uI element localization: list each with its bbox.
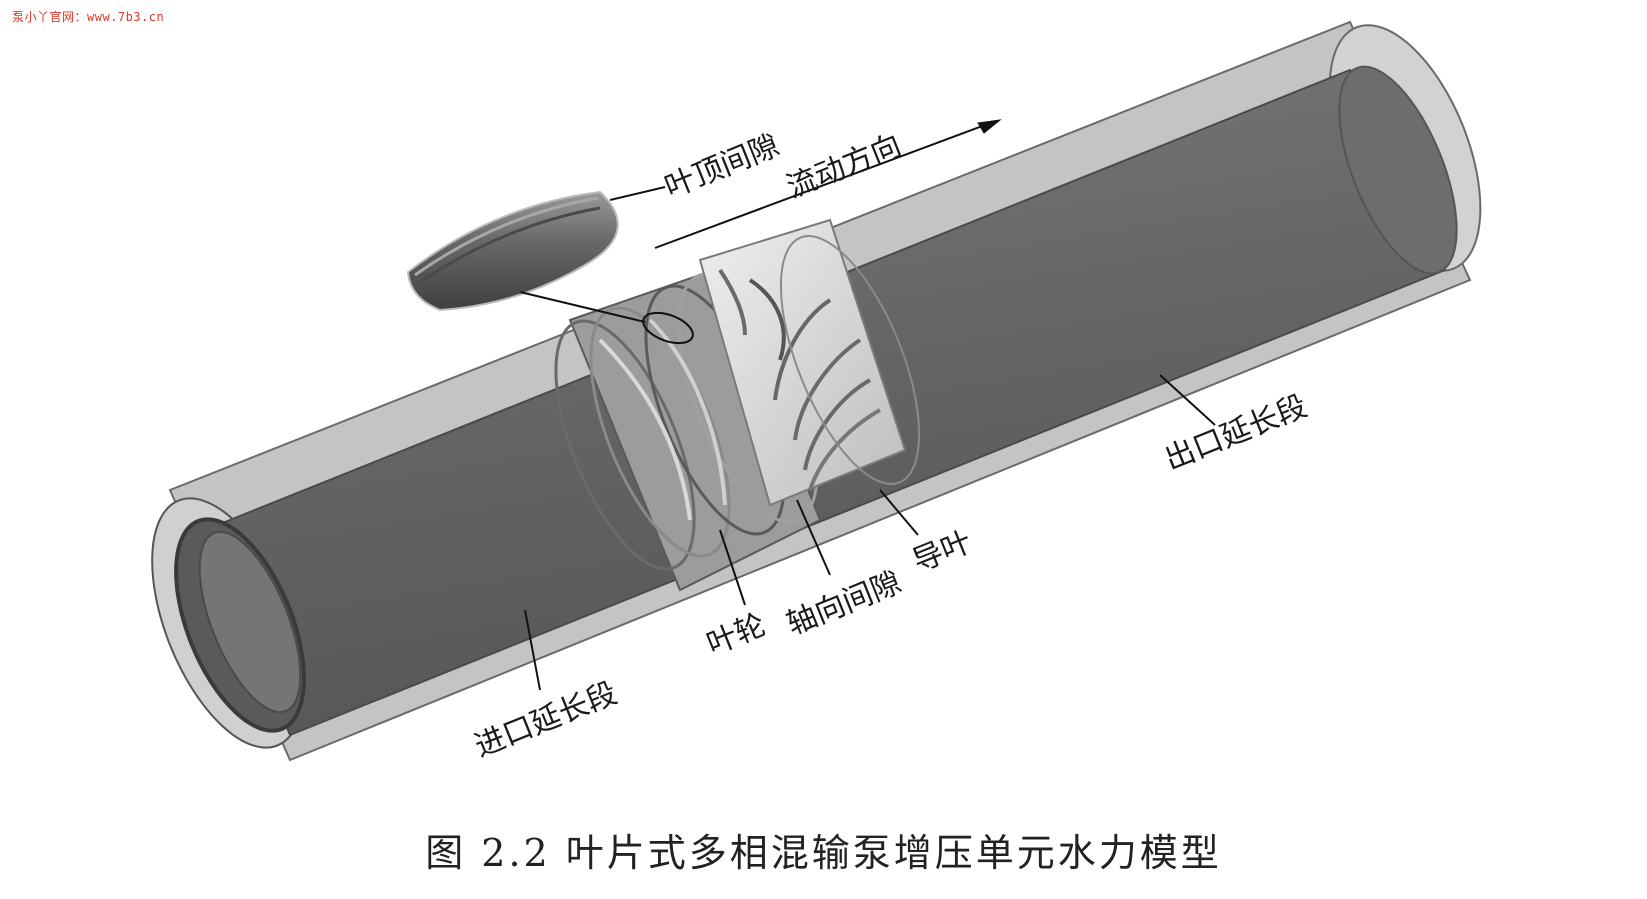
label-impeller: 叶轮 (702, 607, 771, 662)
leader-lines (524, 186, 1216, 691)
watermark: 泵小丫官网：www.7b3.cn (12, 10, 165, 24)
label-inlet-extension: 进口延长段 (470, 676, 622, 765)
label-flow-direction: 流动方向 (782, 128, 906, 205)
label-guide-vane: 导叶 (908, 524, 977, 579)
label-outlet-extension: 出口延长段 (1160, 389, 1312, 478)
guide-vane (698, 218, 921, 507)
flow-direction-arrow (654, 119, 1002, 249)
impeller (554, 266, 822, 592)
tip-clearance-zoom (406, 190, 694, 345)
figure-caption: 图 2.2 叶片式多相混输泵增压单元水力模型 (425, 831, 1222, 875)
label-axial-clearance: 轴向间隙 (782, 565, 906, 642)
label-tip-clearance: 叶顶间隙 (660, 128, 784, 205)
